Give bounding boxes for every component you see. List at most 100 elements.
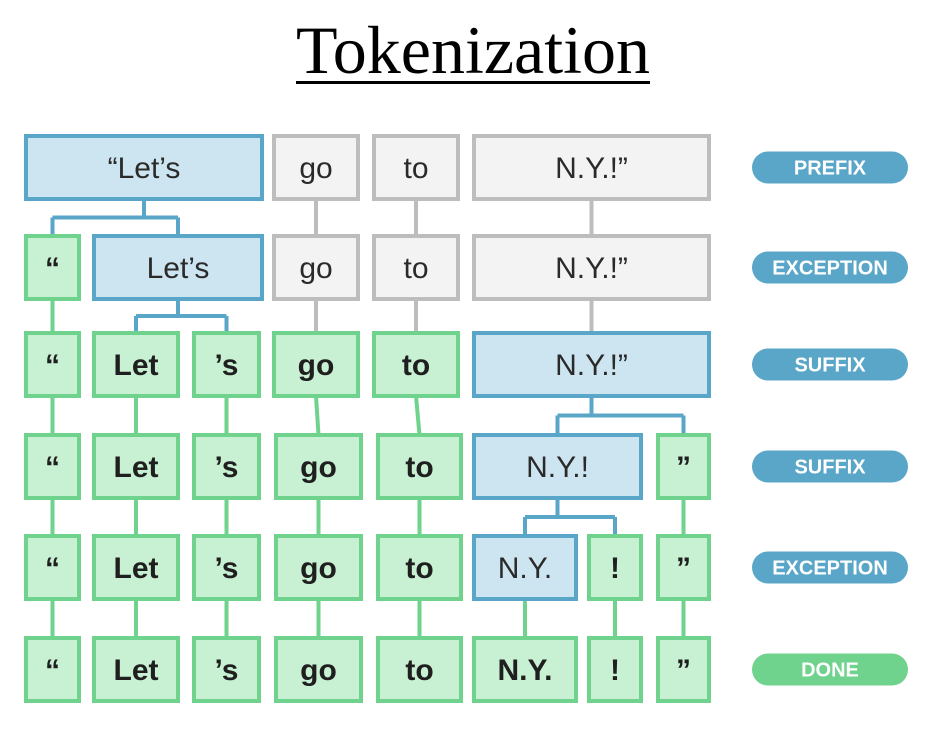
token-text: ! [610,552,620,585]
token-box: Let [92,331,180,398]
token-box-rect [24,234,81,301]
step-label-pill [752,151,908,184]
token-box: N.Y.! [472,433,643,500]
step-label-text: PREFIX [794,158,867,180]
token-box-rect [472,534,578,601]
token-box: N.Y.!” [472,234,711,301]
token-box: to [372,134,460,201]
token-box: ’s [192,636,261,703]
step-label: DONE [752,653,908,686]
connector [414,395,422,436]
step-label: EXCEPTION [752,551,908,584]
token-box: to [372,234,460,301]
token-box: ’s [192,433,261,500]
token-box: to [376,433,463,500]
step-label-text: EXCEPTION [772,258,888,280]
token-box-rect [472,433,643,500]
token-box: to [372,331,460,398]
token-text: ! [610,654,620,687]
token-text: go [300,654,337,687]
token-box-rect [24,534,81,601]
token-text: go [299,252,332,285]
token-text: N.Y.!” [555,349,628,382]
token-text: “ [45,252,60,285]
token-box-rect [92,331,180,398]
token-box-rect [274,534,363,601]
token-box: Let [92,433,180,500]
step-label-pill [752,251,908,284]
token-box-rect [472,234,711,301]
token-text: to [405,552,433,585]
token-box-rect [376,636,463,703]
token-box: go [272,331,360,398]
token-box: “ [24,331,81,398]
token-box-rect [656,636,711,703]
token-text: “ [45,349,60,382]
token-box-rect [274,433,363,500]
token-box-rect [192,534,261,601]
token-box-rect [376,534,463,601]
token-box: ’s [192,534,261,601]
token-box-rect [192,433,261,500]
token-box-rect [192,331,261,398]
token-box: ! [587,636,643,703]
step-label-pill [752,348,908,381]
token-text: “Let’s [108,152,181,185]
token-text: “ [45,552,60,585]
token-box: go [274,433,363,500]
token-box-rect [274,636,363,703]
token-text: Let’s [147,252,210,285]
token-text: ’s [215,552,239,585]
step-label: PREFIX [752,151,908,184]
token-box: to [376,534,463,601]
token-text: go [299,152,332,185]
token-box-rect [587,534,643,601]
token-box: Let’s [92,234,264,301]
token-box: “ [24,433,81,500]
token-box-rect [24,636,81,703]
token-box: N.Y. [472,534,578,601]
token-text: go [300,552,337,585]
token-box: ’s [192,331,261,398]
token-box-rect [656,534,711,601]
connector-layer [50,199,686,638]
token-text: to [403,152,428,185]
token-box: ” [656,534,711,601]
token-box: “Let’s [24,134,264,201]
token-text: ” [676,552,691,585]
token-box: ” [656,433,711,500]
token-text: ” [676,451,691,484]
token-box: go [272,134,360,201]
token-box: go [272,234,360,301]
token-box-rect [372,234,460,301]
token-text: ’s [215,451,239,484]
step-label-pill [752,653,908,686]
token-text: to [402,349,430,382]
token-text: Let [114,552,159,585]
token-text: Let [114,654,159,687]
token-box-rect [372,331,460,398]
step-label-pill [752,551,908,584]
token-box: “ [24,534,81,601]
token-box-rect [24,331,81,398]
token-box: Let [92,534,180,601]
step-label: EXCEPTION [752,251,908,284]
token-box-rect [372,134,460,201]
page-title: Tokenization [295,12,650,88]
token-box-rect [587,636,643,703]
token-box: “ [24,234,81,301]
token-text: N.Y.! [526,451,589,484]
connector [314,395,321,436]
token-box: to [376,636,463,703]
step-label-text: SUFFIX [794,355,866,377]
token-text: ’s [215,654,239,687]
step-label-text: EXCEPTION [772,558,888,580]
token-box-rect [472,134,711,201]
token-text: to [405,451,433,484]
token-box-rect [92,636,180,703]
token-box-rect [272,331,360,398]
token-text: N.Y.!” [555,152,628,185]
